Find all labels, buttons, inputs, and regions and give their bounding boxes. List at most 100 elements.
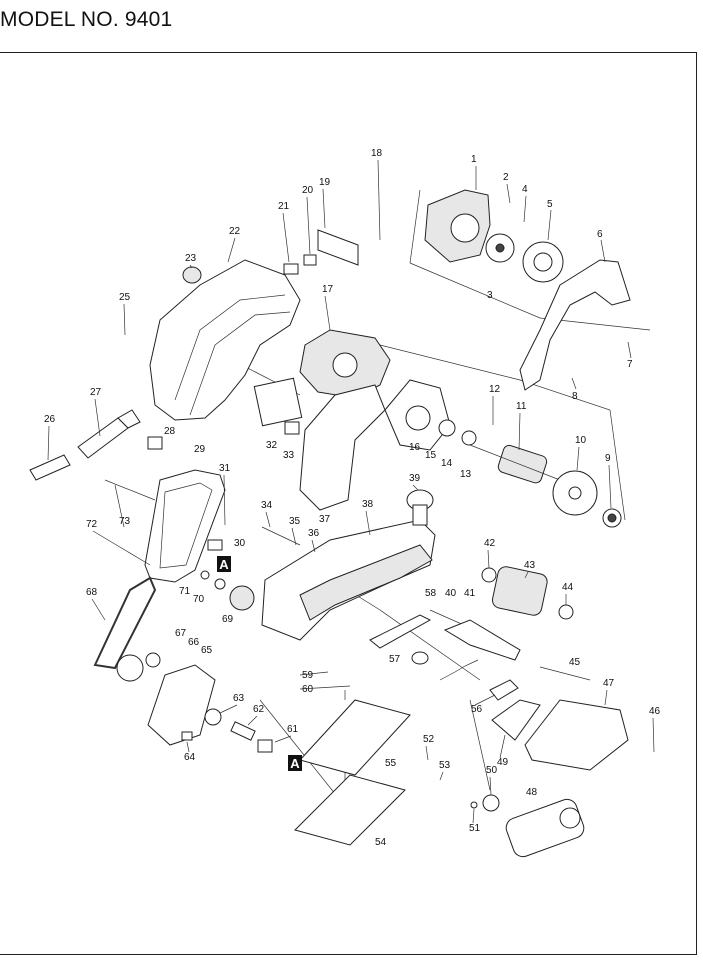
plate-47 [524,699,629,771]
bearing-63 [204,708,222,726]
part-label-10: 10 [575,435,587,446]
part-label-34: 34 [261,500,273,511]
plate-49 [491,699,541,741]
part-label-45: 45 [569,657,581,668]
part-label-48: 48 [526,787,538,798]
ring-71 [200,570,210,580]
bushing-61 [257,739,273,753]
part-label-52: 52 [423,734,435,745]
part-label-5: 5 [547,199,553,210]
part-label-61: 61 [287,724,299,735]
washer-13 [461,430,477,446]
screw-34 [261,526,301,546]
part-label-64: 64 [184,752,196,763]
switch-plate [284,421,300,435]
drive-roller [491,566,548,616]
front-grip [519,259,631,391]
part-label-50: 50 [486,765,498,776]
strain-relief [147,436,163,450]
part-label-1: 1 [471,154,477,165]
washer-70 [214,578,226,590]
part-label-21: 21 [278,201,290,212]
motor-housing [149,259,301,421]
section-marker-a-lower: A [288,755,302,771]
part-label-36: 36 [308,528,320,539]
part-label-72: 72 [86,519,98,530]
part-label-31: 31 [219,463,231,474]
tension-lever [443,619,521,661]
part-label-29: 29 [194,444,206,455]
part-labels: 1 2 3 4 5 6 7 8 9 10 11 12 13 14 15 16 1… [44,148,661,848]
cord-guard [77,417,129,459]
belt-cover [144,469,226,583]
fan [552,470,598,516]
pin-64 [181,731,193,741]
part-label-55: 55 [385,758,397,769]
part-label-51: 51 [469,823,481,834]
leader-lines [47,159,655,824]
part-label-17: 17 [322,284,334,295]
part-label-49: 49 [497,757,509,768]
fan-baffle [299,384,386,511]
part-label-2: 2 [503,172,509,183]
diagram-frame [0,52,697,955]
lever-56 [489,679,519,701]
rear-roller [505,798,585,858]
part-label-68: 68 [86,587,98,598]
part-label-16: 16 [409,442,421,453]
platen-55 [299,699,411,776]
part-label-25: 25 [119,292,131,303]
section-marker-a-upper: A [217,556,231,572]
part-label-60: 60 [302,684,314,695]
part-label-42: 42 [484,538,496,549]
spring-57 [411,651,479,681]
part-label-54: 54 [375,837,387,848]
nut-51 [470,801,478,809]
switch [253,377,303,427]
part-label-41: 41 [464,588,476,599]
fan-3 [485,233,515,263]
part-label-65: 65 [201,645,213,656]
knob [182,266,202,284]
platen-54 [294,774,406,846]
insulation-washer [522,241,564,283]
pin-45 [539,666,591,681]
part-label-46: 46 [649,706,661,717]
gear-69 [229,585,255,611]
part-label-70: 70 [193,594,205,605]
part-label-59: 59 [302,670,314,681]
part-label-39: 39 [409,473,421,484]
cord [29,454,71,481]
part-label-12: 12 [489,384,501,395]
part-label-33: 33 [283,450,295,461]
part-label-3: 3 [487,290,493,301]
part-label-15: 15 [425,450,437,461]
part-label-18: 18 [371,148,383,159]
part-label-71: 71 [179,586,191,597]
part-label-63: 63 [233,693,245,704]
svg-text:A: A [290,756,300,771]
spindle-62 [230,721,256,741]
part-label-56: 56 [471,704,483,715]
part-label-11: 11 [516,401,527,412]
bearing-9 [602,508,622,528]
part-label-32: 32 [266,440,278,451]
part-label-62: 62 [253,704,265,715]
plate-19 [317,229,359,266]
bearing-14 [438,419,456,437]
part-label-37: 37 [319,514,331,525]
pulley-66 [145,652,161,668]
bearing-44 [558,604,574,620]
carbon-brush-21 [283,263,299,275]
bearing-50 [482,794,500,812]
part-label-20: 20 [302,185,314,196]
pulley-67 [116,654,144,682]
brush-holder-20 [303,254,317,266]
part-label-58: 58 [425,588,437,599]
part-label-57: 57 [389,654,401,665]
armature [469,444,561,484]
svg-text:A: A [219,557,229,572]
part-label-43: 43 [524,560,536,571]
part-label-28: 28 [164,426,176,437]
